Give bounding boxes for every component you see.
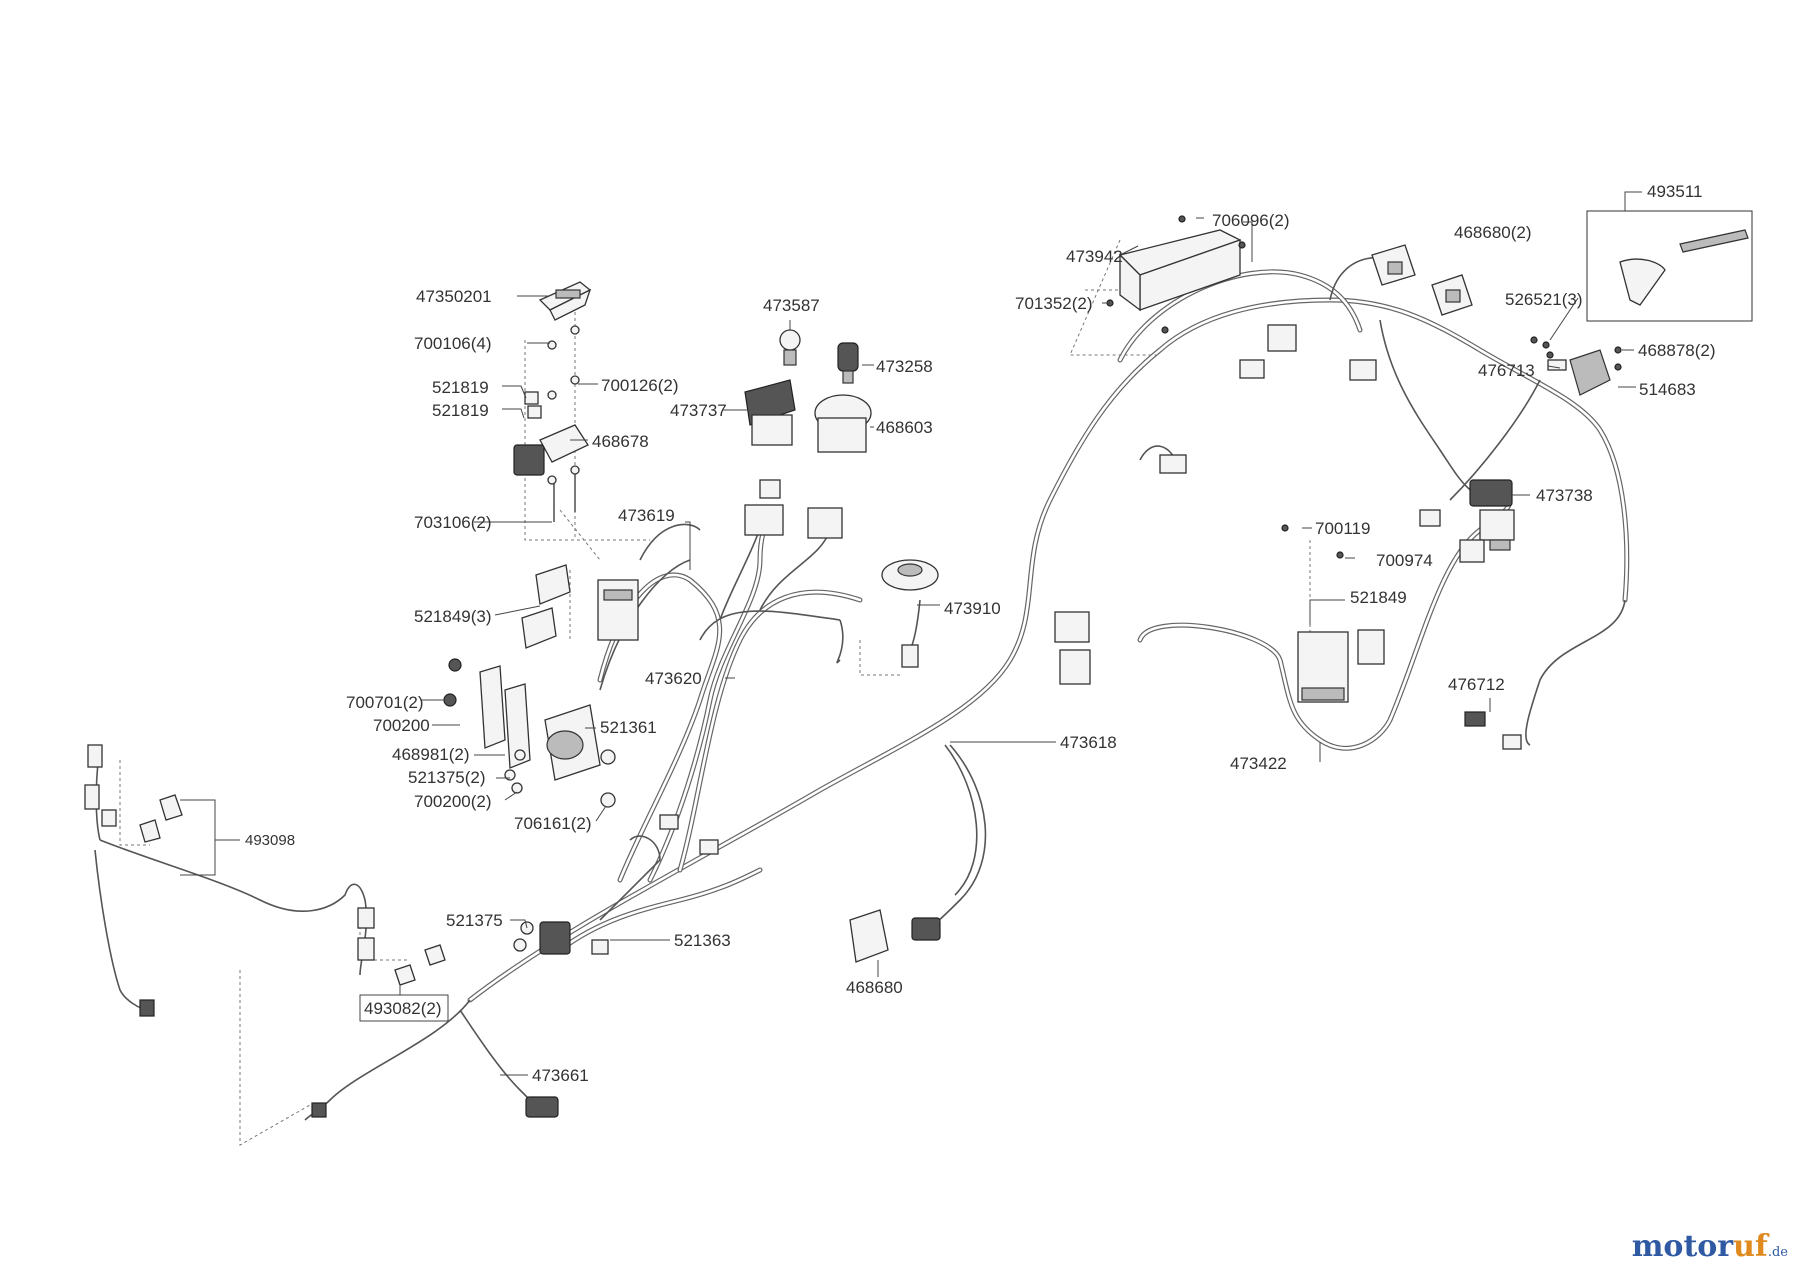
label-700974: 700974	[1376, 551, 1433, 570]
label-473738: 473738	[1536, 486, 1593, 505]
label-493511: 493511	[1647, 182, 1702, 201]
label-700200-2: 700200(2)	[414, 792, 492, 811]
label-700119: 700119	[1315, 519, 1370, 538]
harness-connectors	[659, 324, 1485, 855]
label-703106: 703106(2)	[414, 513, 492, 532]
label-521375-2: 521375(2)	[408, 768, 486, 787]
leader-lines	[180, 191, 1642, 1076]
component-468680-2-relays	[1371, 244, 1473, 316]
label-box-493082	[359, 994, 449, 1022]
label-521849-3: 521849(3)	[414, 607, 492, 626]
component-fuse-holder-parts	[513, 325, 589, 522]
label-473422: 473422	[1230, 754, 1287, 773]
label-706096: 706096(2)	[1212, 211, 1290, 230]
label-514683: 514683	[1639, 380, 1696, 399]
label-468678: 468678	[592, 432, 649, 451]
label-526521: 526521(3)	[1505, 290, 1583, 309]
label-493082: 493082(2)	[364, 999, 442, 1018]
label-473619: 473619	[618, 506, 675, 525]
label-47350201: 47350201	[416, 287, 492, 306]
label-521363: 521363	[674, 931, 731, 950]
label-700106: 700106(4)	[414, 334, 492, 353]
harness-wires	[94, 256, 1630, 1121]
component-521361-solenoid	[443, 658, 616, 808]
label-521375: 521375	[446, 911, 503, 930]
label-468603: 468603	[876, 418, 933, 437]
component-473738-switch	[1469, 479, 1515, 551]
part-labels: 493511 706096(2) 468680(2) 473942 701352…	[245, 182, 1716, 1085]
component-473737-switch	[744, 379, 796, 536]
logo-text-suffix: .de	[1767, 1245, 1788, 1260]
label-521819-b: 521819	[432, 401, 489, 420]
component-514683-switch	[1530, 336, 1622, 396]
label-473258: 473258	[876, 357, 933, 376]
component-468603-ignition	[807, 394, 872, 539]
component-493511-bracket-box	[1586, 210, 1753, 322]
motoruf-watermark-logo: motoruf.de	[1632, 1229, 1788, 1264]
label-700701: 700701(2)	[346, 693, 424, 712]
label-700200: 700200	[373, 716, 430, 735]
label-473942: 473942	[1066, 247, 1123, 266]
component-521363-plug	[513, 921, 609, 955]
component-473258-key	[837, 342, 859, 384]
logo-text-accent: uf	[1733, 1229, 1768, 1264]
label-468981: 468981(2)	[392, 745, 470, 764]
component-473587-button	[779, 329, 801, 366]
label-706161: 706161(2)	[514, 814, 592, 833]
label-476712: 476712	[1448, 675, 1505, 694]
label-468680: 468680	[846, 978, 903, 997]
label-700126: 700126(2)	[601, 376, 679, 395]
label-473618: 473618	[1060, 733, 1117, 752]
component-468680-switch	[849, 909, 941, 963]
label-701352: 701352(2)	[1015, 294, 1093, 313]
component-476712-connector	[1464, 711, 1522, 750]
label-476713: 476713	[1478, 361, 1535, 380]
label-521361: 521361	[600, 718, 657, 737]
label-473910: 473910	[944, 599, 1001, 618]
component-473422-relay-harness	[1281, 524, 1385, 703]
label-473587: 473587	[763, 296, 820, 315]
label-521819-a: 521819	[432, 378, 489, 397]
label-521849: 521849	[1350, 588, 1407, 607]
component-521849-relays	[521, 564, 639, 649]
label-493098: 493098	[245, 832, 295, 849]
component-47350201-fuse-cover	[538, 281, 592, 321]
component-473661-plug	[525, 1096, 559, 1118]
label-473661: 473661	[532, 1066, 589, 1085]
component-473942-control-module	[1106, 215, 1246, 334]
label-468878: 468878(2)	[1638, 341, 1716, 360]
logo-text-primary: motor	[1631, 1229, 1734, 1264]
label-468680-2: 468680(2)	[1454, 223, 1532, 242]
label-473620: 473620	[645, 669, 702, 688]
component-473910-buzzer	[881, 559, 939, 668]
component-493098-sensors	[84, 744, 446, 1118]
label-473737: 473737	[670, 401, 727, 420]
